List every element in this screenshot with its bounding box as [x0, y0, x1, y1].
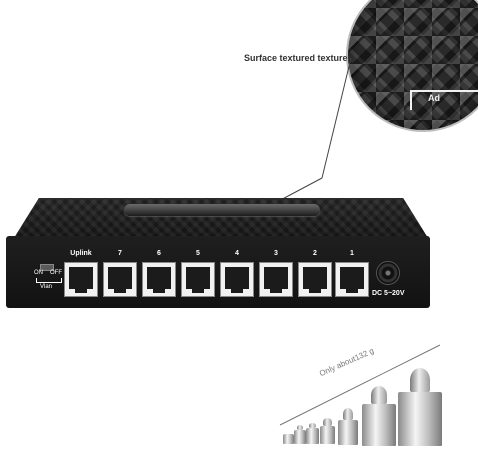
weight-2 — [294, 430, 306, 444]
texture-zoom-circle: Ad — [346, 0, 478, 132]
weight-5 — [338, 420, 358, 445]
ethernet-port-1[interactable] — [335, 262, 369, 297]
weight-1 — [283, 434, 294, 444]
vlan-label: Vlan — [40, 284, 53, 290]
port-label-2: 2 — [313, 250, 317, 257]
weight-slope-line — [279, 344, 441, 426]
pyramid-texture — [348, 0, 478, 130]
dc-voltage-label: DC 5~20V — [372, 290, 405, 297]
port-label-5: 5 — [196, 250, 200, 257]
port-label-3: 3 — [274, 250, 278, 257]
port-label-4: 4 — [235, 250, 239, 257]
ethernet-port-4[interactable] — [220, 262, 254, 297]
ethernet-port-2[interactable] — [298, 262, 332, 297]
weight-7 — [398, 392, 442, 446]
brand-logo-plate — [124, 204, 320, 216]
vlan-toggle-switch[interactable] — [40, 264, 54, 271]
ethernet-port-5[interactable] — [181, 262, 215, 297]
port-label-uplink: Uplink — [70, 250, 92, 257]
switch-top-surface — [14, 198, 428, 238]
ethernet-port-uplink[interactable] — [64, 262, 98, 297]
vlan-off-label: OFF — [50, 270, 62, 276]
ethernet-port-6[interactable] — [142, 262, 176, 297]
zoom-tag-text: Ad — [428, 93, 440, 103]
zoom-bracket — [410, 90, 478, 110]
dc-power-jack-icon[interactable] — [376, 261, 400, 285]
zoom-label: Surface textured texture — [244, 53, 348, 63]
port-label-6: 6 — [157, 250, 161, 257]
vlan-bracket — [36, 278, 62, 283]
weight-4 — [320, 426, 335, 444]
vlan-on-label: ON — [34, 270, 43, 276]
weight-6 — [362, 404, 396, 446]
port-label-1: 1 — [350, 250, 354, 257]
port-label-7: 7 — [118, 250, 122, 257]
weight-3 — [306, 428, 319, 444]
ethernet-port-7[interactable] — [103, 262, 137, 297]
callout-line-upper — [321, 57, 352, 179]
ethernet-port-3[interactable] — [259, 262, 293, 297]
